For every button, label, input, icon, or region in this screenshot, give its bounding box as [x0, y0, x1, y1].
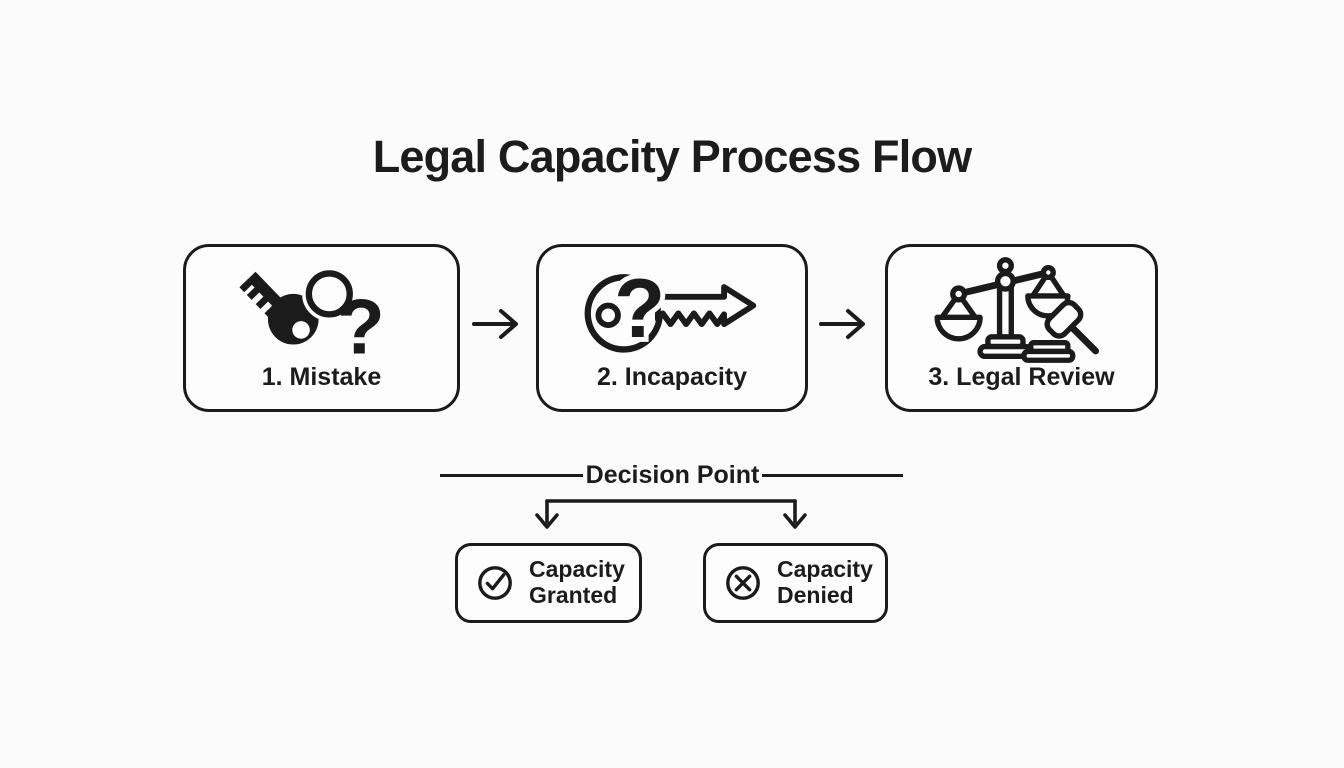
arrow-right-icon [817, 304, 869, 349]
outcome-box-capacity-granted: Capacity Granted [455, 543, 642, 623]
step-label: 2. Incapacity [596, 363, 748, 391]
cross-circle-icon [726, 566, 760, 600]
step-label: 3. Legal Review [928, 363, 1115, 391]
outcome-label-line1: Capacity [777, 556, 873, 583]
step-box-incapacity: ? 2. Incapacity [536, 244, 808, 412]
key-ring-question-icon: ? [186, 253, 457, 365]
key-question-icon: ? [539, 253, 805, 365]
outcome-label: Capacity Denied [777, 556, 873, 609]
step-box-mistake: ? 1. Mistake [183, 244, 460, 412]
check-circle-icon [478, 566, 512, 600]
outcome-box-capacity-denied: Capacity Denied [703, 543, 888, 623]
arrow-right-icon [470, 304, 522, 349]
question-mark-glyph: ? [337, 282, 385, 365]
page-title: Legal Capacity Process Flow [372, 131, 972, 182]
outcome-label: Capacity Granted [529, 556, 625, 609]
decision-divider-left [440, 474, 583, 477]
outcome-label-line2: Denied [777, 582, 854, 608]
step-box-legal-review: 3. Legal Review [885, 244, 1158, 412]
split-arrows-down-icon [530, 492, 812, 545]
scales-gavel-icon [888, 253, 1155, 370]
outcome-label-line2: Granted [529, 582, 618, 608]
outcome-label-line1: Capacity [529, 556, 625, 583]
step-label: 1. Mistake [261, 363, 382, 391]
question-mark-glyph: ? [614, 261, 665, 355]
decision-divider-right [762, 474, 903, 477]
decision-point-label: Decision Point [585, 461, 760, 489]
